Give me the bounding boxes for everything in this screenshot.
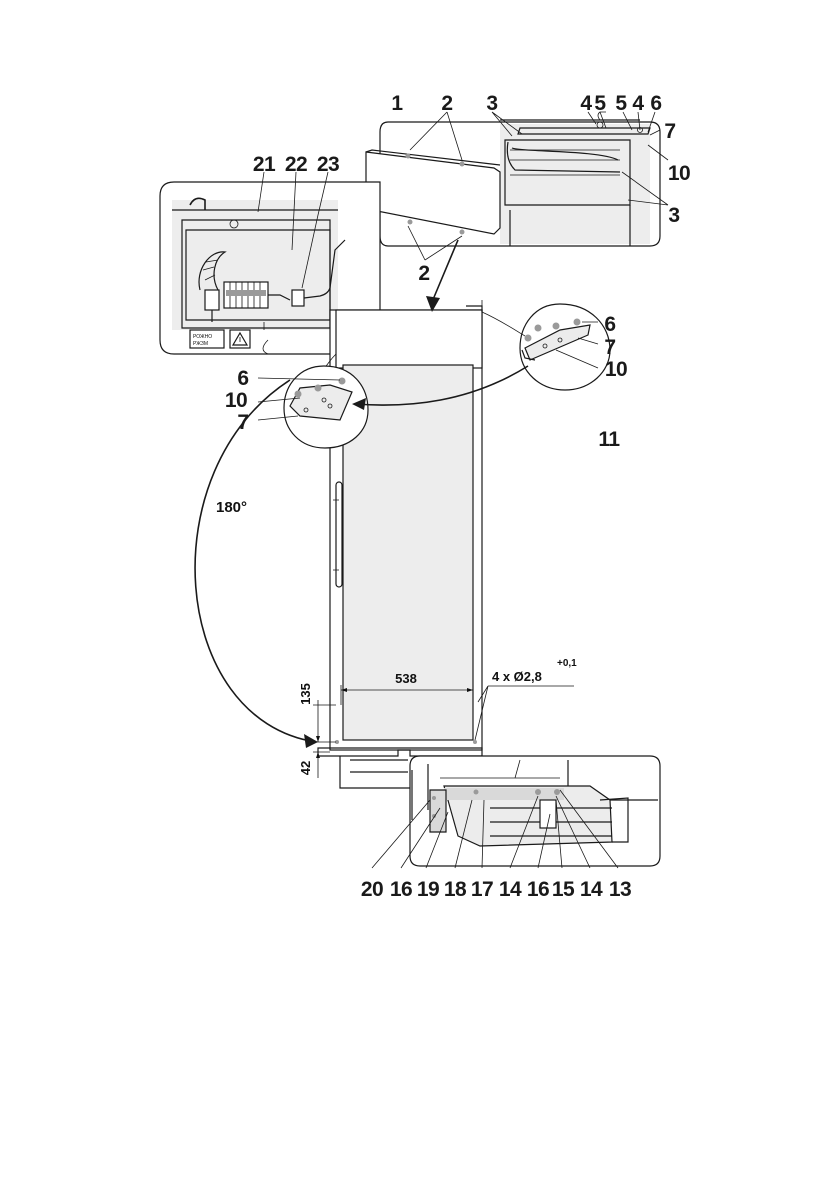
callout-10-hinge-left: 10 — [225, 389, 247, 412]
callout-23: 23 — [317, 153, 339, 176]
holes-label: 4 x Ø2,8 — [492, 669, 542, 684]
label-plate-text: РОЖНО — [193, 334, 212, 340]
width-dimension-label: 538 — [395, 671, 417, 686]
callout-10-top: 10 — [668, 162, 690, 185]
callout-7-hinge-left: 7 — [237, 411, 248, 434]
bottom-detail-panel — [410, 756, 660, 866]
callout-15: 15 — [552, 878, 575, 901]
callout-7-hinge-right: 7 — [604, 336, 615, 359]
callout-3-top: 3 — [486, 92, 497, 115]
callout-6-hinge-left: 6 — [237, 367, 248, 390]
callout-17: 17 — [471, 878, 493, 901]
callout-11: 11 — [598, 428, 620, 451]
callout-2-top: 2 — [441, 92, 452, 115]
label-plate-text-2: РЖЗМ — [193, 341, 208, 347]
callout-6-top: 6 — [650, 92, 661, 115]
callout-6-hinge-right: 6 — [604, 313, 615, 336]
callout-4-top-b: 4 — [632, 92, 644, 115]
holes-tolerance-label: +0,1 — [557, 658, 577, 669]
callout-19: 19 — [417, 878, 439, 901]
callout-5-top: 5 — [594, 92, 606, 115]
callout-14-a: 14 — [499, 878, 522, 901]
callout-13: 13 — [609, 878, 631, 901]
callout-16-b: 16 — [527, 878, 549, 901]
hinge-detail-right — [482, 304, 610, 390]
height-135-label: 135 — [298, 683, 313, 705]
callout-7-top: 7 — [664, 120, 675, 143]
callout-10-hinge-right: 10 — [605, 358, 627, 381]
callout-5-top-b: 5 — [615, 92, 627, 115]
callout-2-bottom: 2 — [418, 262, 429, 285]
callout-14-b: 14 — [580, 878, 603, 901]
top-detail-panel — [366, 112, 660, 246]
callout-18: 18 — [444, 878, 467, 901]
callout-1: 1 — [391, 92, 403, 115]
callout-4-top: 4 — [580, 92, 592, 115]
height-42-label: 42 — [298, 761, 313, 775]
callout-22: 22 — [285, 153, 307, 176]
callout-21: 21 — [253, 153, 276, 176]
callout-16-a: 16 — [390, 878, 412, 901]
rotation-angle-label: 180° — [216, 499, 247, 516]
callout-3-right: 3 — [668, 204, 679, 227]
callout-20: 20 — [361, 878, 383, 901]
